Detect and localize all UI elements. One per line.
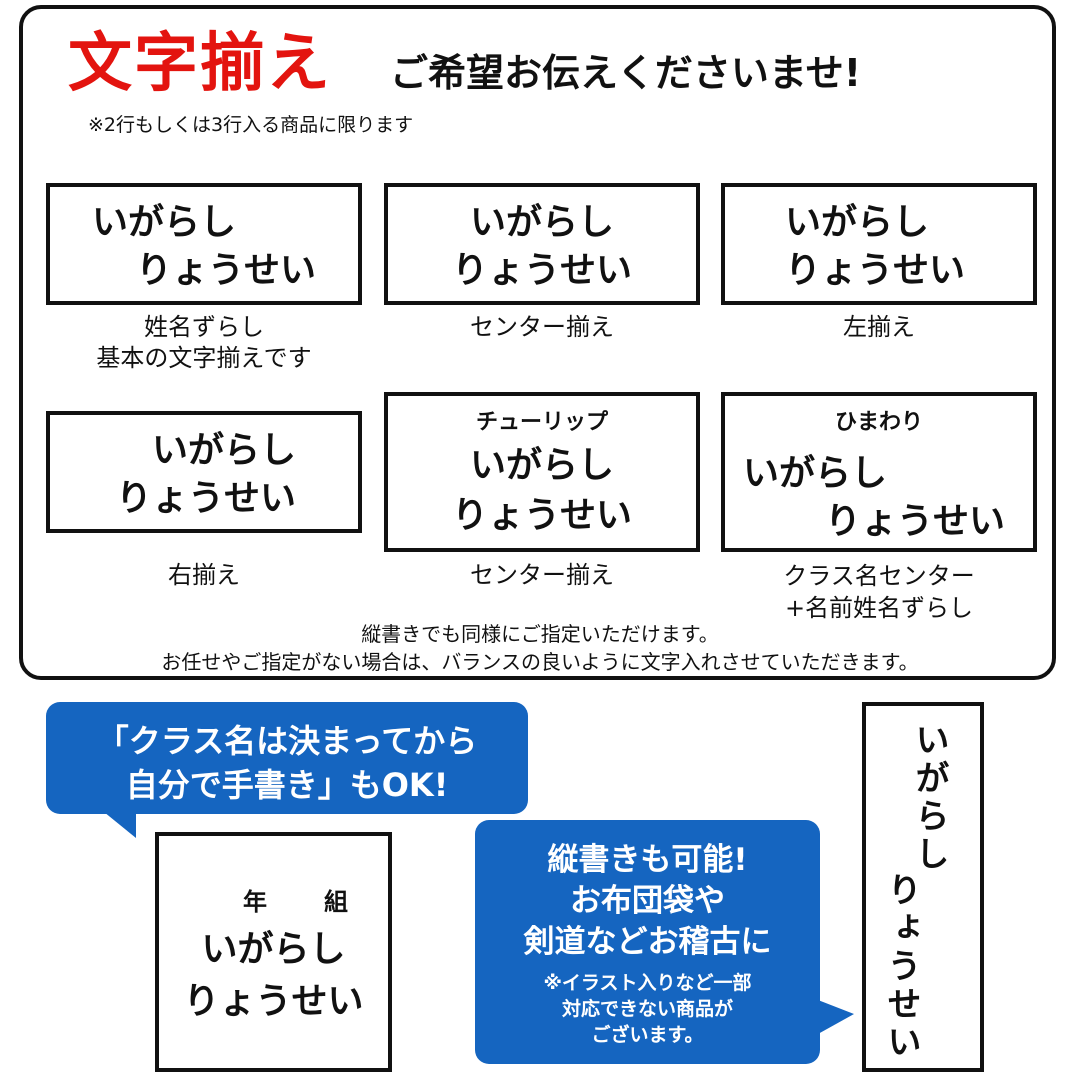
sample-box-center: いがらし りょうせい <box>384 183 700 305</box>
speech-bubble-vertical: 縦書きも可能! お布団袋や 剣道などお稽古に ※イラスト入りなど一部 対応できな… <box>475 820 820 1064</box>
bubble-line2: お布団袋や <box>570 883 725 919</box>
sample-line1: いがらし <box>201 929 346 970</box>
caption-line1: センター揃え <box>470 313 614 341</box>
sample-box-right: いがらし りょうせい <box>46 411 362 533</box>
sample-line1: いがらし <box>151 430 296 471</box>
sample-class-name: ひまわり <box>834 410 923 435</box>
class-name-box: 年 組 いがらし りょうせい <box>155 832 392 1072</box>
bubble-line2: 自分で手書き」もOK! <box>125 766 449 804</box>
bubble-line3: 剣道などお稽古に <box>523 924 772 960</box>
caption-left: 左揃え <box>721 312 1037 343</box>
sample-box-left: いがらし りょうせい <box>721 183 1037 305</box>
sample-box-class-offset: ひまわり いがらし りょうせい <box>721 392 1037 552</box>
title-main: 文字揃え <box>68 27 332 101</box>
bubble-line1: 縦書きも可能! <box>547 842 748 878</box>
footer-note-line2: お任せやご指定がない場合は、バランスの良いように文字入れさせていただきます。 <box>161 650 919 674</box>
sample-line1: いがらし <box>743 453 888 494</box>
sample-line2: りょうせい <box>785 250 966 291</box>
caption-line2: 基本の文字揃えです <box>96 344 312 373</box>
bubble-note2: 対応できない商品が <box>561 998 733 1020</box>
caption-line2: +名前姓名ずらし <box>784 594 974 623</box>
vertical-line1: いがらし <box>909 722 949 874</box>
vertical-line2: りょうせい <box>881 872 921 1062</box>
instruction-panel <box>19 5 1056 680</box>
sample-line1: いがらし <box>469 445 614 486</box>
sample-box-offset: いがらし りょうせい <box>46 183 362 305</box>
sample-line2: りょうせい <box>451 250 632 291</box>
bubble-line1: 「クラス名は決まってから <box>96 722 478 760</box>
caption-line1: 左揃え <box>843 313 915 341</box>
sample-line2: りょうせい <box>451 495 632 536</box>
title-note: ※2行もしくは3行入る商品に限ります <box>88 114 414 136</box>
grade-label: 年 <box>243 888 267 916</box>
sample-line2: りょうせい <box>115 478 296 519</box>
bubble-note1: ※イラスト入りなど一部 <box>543 972 752 994</box>
sample-line2: りょうせい <box>183 981 364 1022</box>
caption-three-line-center: センター揃え <box>384 560 700 591</box>
sample-box-three-line-center: チューリップ いがらし りょうせい <box>384 392 700 552</box>
caption-offset: 姓名ずらし 基本の文字揃えです <box>46 312 362 374</box>
sample-line2: りょうせい <box>136 250 317 291</box>
caption-line1: クラス名センター <box>783 562 975 590</box>
sample-line1: いがらし <box>785 202 930 243</box>
caption-right: 右揃え <box>46 560 362 591</box>
sample-line1: いがらし <box>92 202 237 243</box>
bubble-tail <box>104 812 136 838</box>
class-label: 組 <box>324 888 348 916</box>
caption-line1: 右揃え <box>168 561 240 589</box>
bubble-note3: ございます。 <box>591 1024 704 1046</box>
sample-class-name: チューリップ <box>475 410 608 435</box>
footer-note-line1: 縦書きでも同様にご指定いただけます。 <box>361 622 719 646</box>
title-rest: ご希望お伝えくださいませ! <box>390 51 862 95</box>
speech-bubble-handwrite: 「クラス名は決まってから 自分で手書き」もOK! <box>46 702 528 814</box>
caption-center: センター揃え <box>384 312 700 343</box>
sample-line1: いがらし <box>469 202 614 243</box>
vertical-name-label: いがらし りょうせい <box>862 702 984 1072</box>
caption-line1: センター揃え <box>470 561 614 589</box>
caption-line1: 姓名ずらし <box>144 313 264 341</box>
sample-line2: りょうせい <box>825 501 1006 542</box>
bubble-tail <box>818 1000 854 1034</box>
caption-class-offset: クラス名センター +名前姓名ずらし <box>721 560 1037 625</box>
